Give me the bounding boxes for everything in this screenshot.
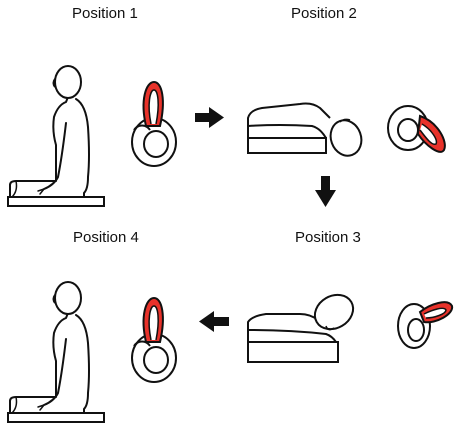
position-1-figure xyxy=(7,65,105,207)
position-4-ear-icon xyxy=(131,296,177,383)
position-2-figure xyxy=(247,102,363,157)
position-4-figure xyxy=(7,281,105,423)
position-1-label: Position 1 xyxy=(72,5,138,22)
position-3-ear-icon xyxy=(397,301,454,349)
position-1-ear-icon xyxy=(131,80,177,167)
position-2-ear-icon xyxy=(387,105,446,153)
position-3-figure xyxy=(247,293,355,363)
arrow-left-icon xyxy=(199,311,229,332)
arrow-right-icon xyxy=(195,107,224,128)
position-2-label: Position 2 xyxy=(291,5,357,22)
arrow-down-icon xyxy=(315,176,336,207)
position-4-label: Position 4 xyxy=(73,229,139,246)
position-3-label: Position 3 xyxy=(295,229,361,246)
